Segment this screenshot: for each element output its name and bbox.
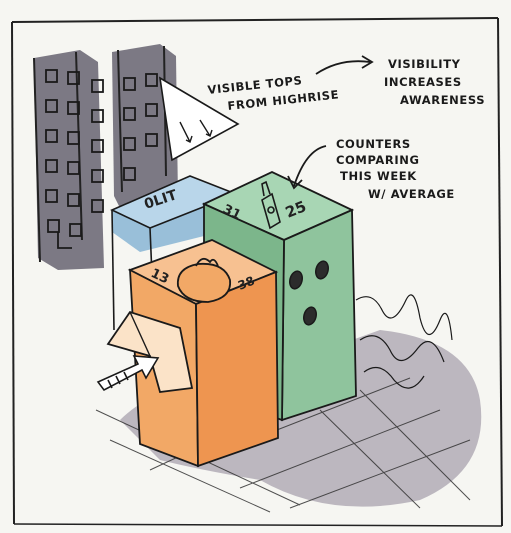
annotation-visibility-line-1: VISIBILITY	[388, 57, 461, 71]
annotation-counters-line-3: THIS WEEK	[340, 169, 417, 183]
highrise-building-left	[34, 50, 104, 270]
annotation-counters-line-2: COMPARING	[336, 153, 420, 167]
annotation-visibility-line-2: INCREASES	[384, 75, 462, 89]
annotation-visibility-line-3: AWARENESS	[400, 93, 485, 107]
annotation-counters-line-4: W/ AVERAGE	[368, 187, 455, 201]
annotation-counters-line-1: COUNTERS	[336, 137, 411, 151]
